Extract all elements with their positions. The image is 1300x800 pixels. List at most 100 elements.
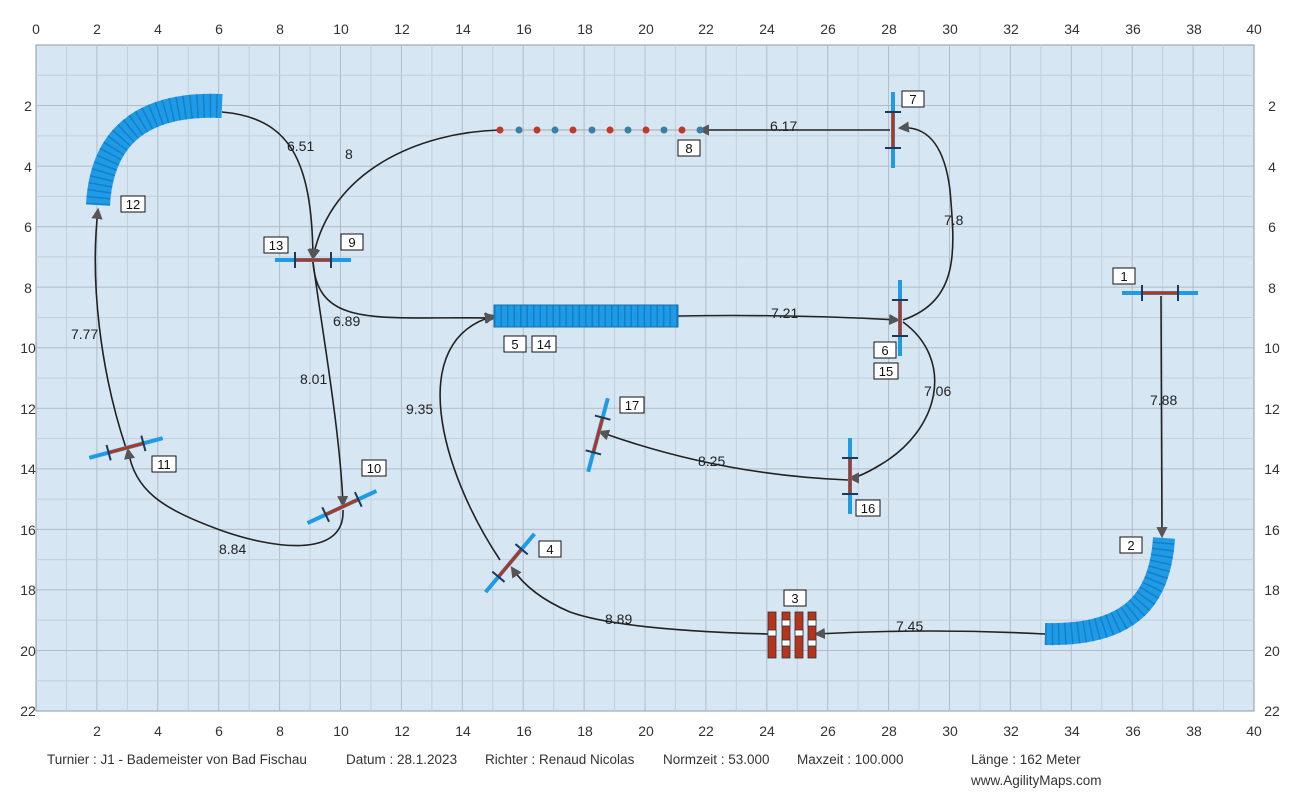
x-tick: 18 bbox=[577, 21, 593, 37]
y-tick: 12 bbox=[20, 401, 36, 417]
distance-label: 8.84 bbox=[219, 541, 246, 557]
x-tick: 16 bbox=[516, 723, 532, 739]
obstacle-number: 16 bbox=[861, 501, 875, 516]
y-axis-right: 2 4 6 8 10 12 14 16 18 20 22 bbox=[1264, 98, 1280, 719]
x-tick: 2 bbox=[93, 21, 101, 37]
jump-11 bbox=[88, 435, 164, 461]
grid bbox=[36, 45, 1254, 711]
footer-datum: Datum : 28.1.2023 bbox=[346, 752, 458, 767]
number-box bbox=[340, 233, 364, 251]
x-tick: 36 bbox=[1125, 21, 1141, 37]
distance-label: 7.77 bbox=[71, 326, 98, 342]
y-tick: 4 bbox=[24, 159, 32, 175]
number-box bbox=[677, 139, 701, 157]
path-9-10 bbox=[312, 261, 349, 508]
obstacle-number: 14 bbox=[537, 337, 551, 352]
distance-label: 8.89 bbox=[605, 611, 632, 627]
x-tick: 26 bbox=[820, 723, 836, 739]
x-tick: 8 bbox=[276, 21, 284, 37]
weave-poles-8 bbox=[496, 126, 704, 134]
y-tick: 16 bbox=[20, 522, 36, 538]
y-tick: 8 bbox=[24, 280, 32, 296]
weave-pole bbox=[569, 126, 577, 134]
footer-normzeit: Normzeit : 53.000 bbox=[663, 752, 770, 767]
tunnel-12-ribs bbox=[86, 93, 223, 206]
x-tick: 28 bbox=[881, 723, 897, 739]
obstacle-number: 8 bbox=[685, 141, 692, 156]
number-box bbox=[263, 236, 289, 254]
distance-label: 7.06 bbox=[924, 383, 951, 399]
weave-pole bbox=[678, 126, 686, 134]
number-box bbox=[538, 540, 562, 558]
weave-pole bbox=[515, 126, 523, 134]
weave-pole bbox=[533, 126, 541, 134]
jump-17 bbox=[585, 397, 611, 473]
distance-labels: 7.88 7.45 8.89 9.35 7.21 7.8 6.17 8 8.01… bbox=[71, 118, 1177, 634]
footer-turnier: Turnier : J1 - Bademeister von Bad Fisch… bbox=[47, 752, 307, 767]
obstacle-number: 17 bbox=[625, 398, 639, 413]
footer-maxzeit: Maxzeit : 100.000 bbox=[797, 752, 904, 767]
jump-6 bbox=[892, 280, 908, 356]
path-10-11 bbox=[124, 447, 344, 547]
footer-website: www.AgilityMaps.com bbox=[971, 773, 1102, 788]
x-tick: 30 bbox=[942, 723, 958, 739]
x-tick: 22 bbox=[698, 21, 714, 37]
x-tick: 14 bbox=[455, 21, 471, 37]
x-tick: 10 bbox=[333, 21, 349, 37]
distance-label: 6.51 bbox=[287, 138, 314, 154]
path-5-6 bbox=[677, 313, 901, 326]
distance-label: 7.21 bbox=[771, 305, 798, 321]
distance-label: 9.35 bbox=[406, 401, 433, 417]
x-tick: 8 bbox=[276, 723, 284, 739]
number-box bbox=[855, 499, 881, 517]
y-tick: 14 bbox=[20, 461, 36, 477]
y-tick: 18 bbox=[20, 582, 36, 598]
x-tick: 4 bbox=[154, 723, 162, 739]
x-tick: 6 bbox=[215, 723, 223, 739]
obstacle-number: 3 bbox=[791, 591, 798, 606]
footer-richter: Richter : Renaud Nicolas bbox=[485, 752, 635, 767]
weave-pole bbox=[606, 126, 614, 134]
number-box bbox=[361, 459, 387, 477]
x-tick: 20 bbox=[638, 21, 654, 37]
distance-label: 6.17 bbox=[770, 118, 797, 134]
x-tick: 0 bbox=[32, 21, 40, 37]
x-tick: 36 bbox=[1125, 723, 1141, 739]
x-tick: 10 bbox=[333, 723, 349, 739]
path-4-5 bbox=[439, 312, 501, 561]
x-tick: 34 bbox=[1064, 723, 1080, 739]
jump-16 bbox=[842, 438, 858, 514]
x-tick: 40 bbox=[1246, 21, 1262, 37]
y-axis-left: 2 4 6 8 10 12 14 16 18 20 22 bbox=[20, 98, 36, 719]
number-box bbox=[120, 195, 146, 213]
y-tick: 2 bbox=[24, 98, 32, 114]
tunnel-2 bbox=[1044, 537, 1175, 646]
y-tick: 6 bbox=[24, 219, 32, 235]
path-1-2 bbox=[1156, 295, 1168, 539]
x-tick: 34 bbox=[1064, 21, 1080, 37]
obstacle-number: 1 bbox=[1120, 269, 1127, 284]
x-tick: 4 bbox=[154, 21, 162, 37]
y-tick: 10 bbox=[1264, 340, 1280, 356]
path-11-12 bbox=[91, 207, 127, 449]
path-12-13 bbox=[221, 111, 319, 261]
course-path bbox=[91, 111, 1168, 640]
jump-10 bbox=[306, 489, 378, 525]
x-axis-top: 0 2 4 6 8 10 12 14 16 18 20 22 24 26 28 … bbox=[32, 21, 1262, 37]
number-box bbox=[873, 341, 897, 359]
y-tick: 2 bbox=[1268, 98, 1276, 114]
weave-pole bbox=[660, 126, 668, 134]
path-3-4 bbox=[510, 566, 769, 635]
wall-obstacle-3 bbox=[767, 611, 817, 659]
y-tick: 22 bbox=[1264, 703, 1280, 719]
obstacle-number: 12 bbox=[126, 197, 140, 212]
distance-label: 7.8 bbox=[944, 212, 964, 228]
jump-7 bbox=[885, 92, 901, 168]
x-tick: 30 bbox=[942, 21, 958, 37]
x-tick: 12 bbox=[394, 21, 410, 37]
x-tick: 24 bbox=[759, 21, 775, 37]
x-tick: 32 bbox=[1003, 723, 1019, 739]
x-tick: 20 bbox=[638, 723, 654, 739]
number-box bbox=[1112, 267, 1136, 285]
